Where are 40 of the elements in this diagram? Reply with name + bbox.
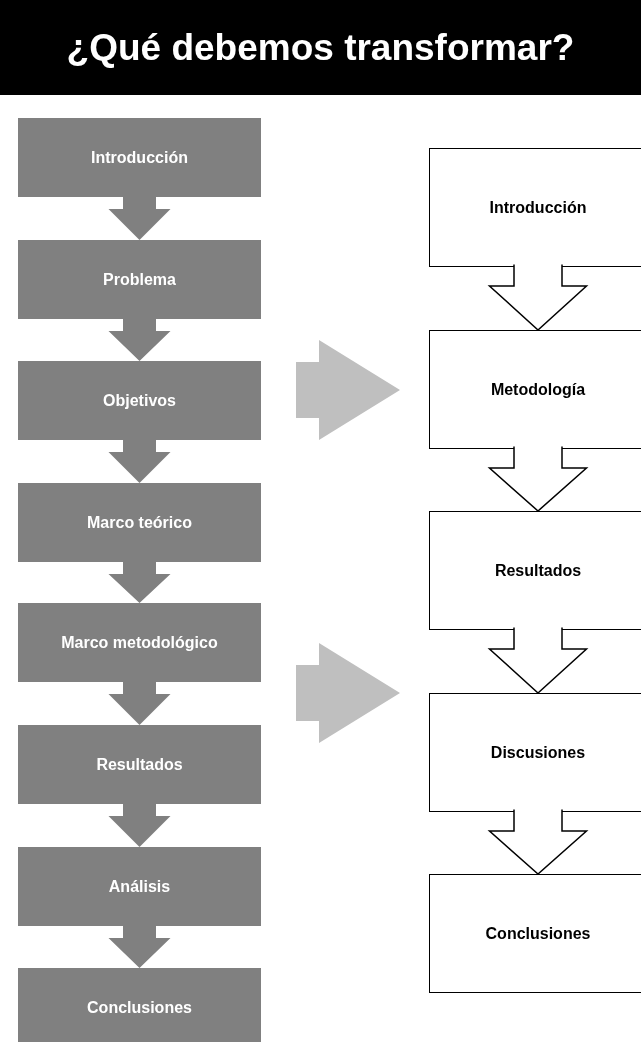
- block-arrow: [108, 682, 171, 725]
- process-box: [18, 118, 261, 197]
- process-box: [18, 968, 261, 1042]
- process-box: [429, 148, 641, 267]
- block-arrow: [296, 340, 400, 440]
- block-arrow: [487, 626, 589, 694]
- process-box: [18, 240, 261, 319]
- box-label: Problema: [103, 270, 176, 289]
- block-arrow: [487, 263, 589, 331]
- process-box: [18, 361, 261, 440]
- block-arrow: [108, 562, 171, 603]
- block-arrow: [487, 445, 589, 512]
- box-label: Resultados: [96, 755, 183, 774]
- box-label: Marco teórico: [87, 513, 192, 532]
- block-arrow: [108, 197, 171, 240]
- block-arrow: [487, 808, 589, 875]
- process-box: [429, 874, 641, 993]
- process-box: [429, 511, 641, 630]
- block-arrow: [108, 804, 171, 847]
- box-label: Introducción: [91, 148, 188, 167]
- box-label: Metodología: [490, 380, 586, 399]
- process-box: [18, 847, 261, 926]
- block-arrow: [296, 643, 400, 743]
- process-box: [429, 693, 641, 812]
- box-label: Conclusiones: [87, 998, 192, 1017]
- box-label: Objetivos: [103, 391, 176, 410]
- block-arrow: [108, 319, 171, 361]
- box-label: Marco metodológico: [61, 633, 218, 652]
- process-box: [18, 483, 261, 562]
- box-label: Resultados: [494, 561, 582, 580]
- box-label: Introducción: [489, 198, 587, 217]
- box-label: Análisis: [108, 877, 171, 896]
- process-box: [18, 603, 261, 682]
- box-label: Conclusiones: [485, 924, 591, 943]
- process-box: [18, 725, 261, 804]
- title: ¿Qué debemos transformar?: [66, 26, 575, 69]
- block-arrow: [108, 440, 171, 483]
- process-box: [429, 330, 641, 449]
- block-arrow: [108, 926, 171, 968]
- box-label: Discusiones: [490, 743, 586, 762]
